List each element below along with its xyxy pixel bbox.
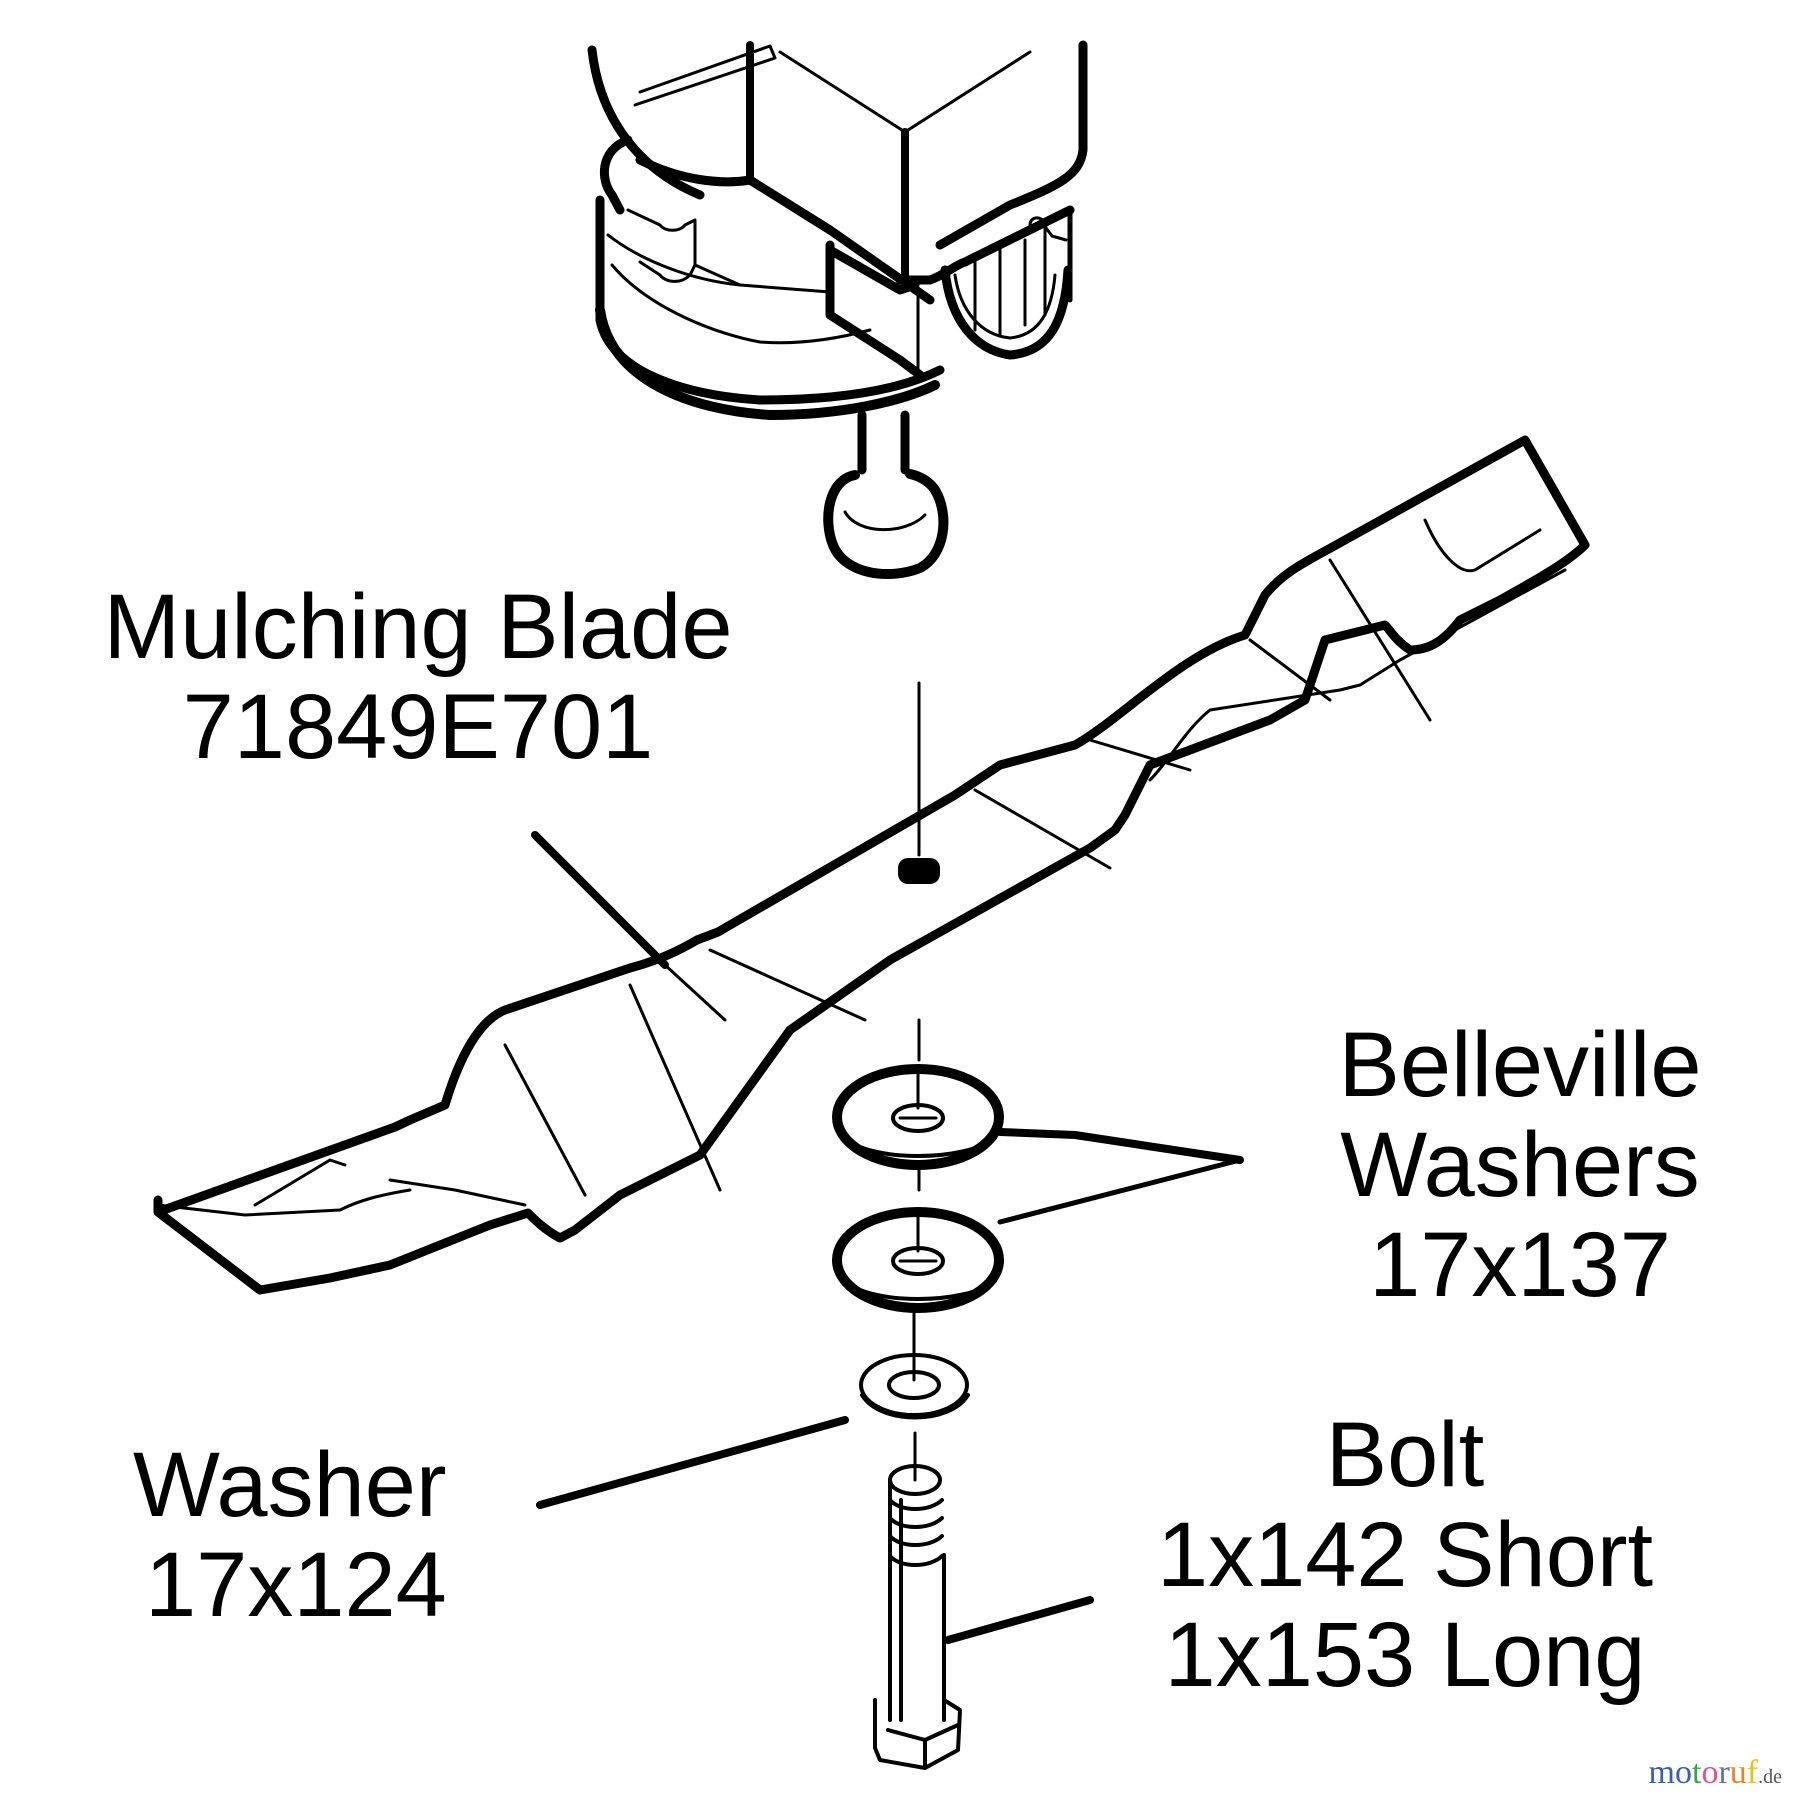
watermark-letter: u [1729, 1754, 1747, 1791]
belleville-leader-1 [996, 1128, 1244, 1164]
watermark-letter: t [1692, 1754, 1702, 1791]
bolt-short-spec: 1x142 Short [1156, 1504, 1654, 1606]
mulching-blade [153, 435, 1590, 1295]
blade-center-hole [898, 858, 940, 884]
spindle-shaft [823, 410, 949, 579]
bolt-long-spec: 1x153 Long [1164, 1604, 1646, 1706]
watermark-letter: f [1746, 1754, 1759, 1791]
mulching-blade-name: Mulching Blade [103, 576, 733, 678]
belleville-leader-2 [997, 1157, 1243, 1225]
watermark-letter: o [1675, 1754, 1692, 1791]
belleville-washer-2 [832, 1207, 1004, 1313]
washer-part-number: 17x124 [145, 1534, 447, 1636]
bolt-name: Bolt [1325, 1404, 1485, 1506]
bolt-label: Bolt 1x142 Short 1x153 Long [1105, 1405, 1705, 1705]
bolt-leader [944, 1596, 1094, 1644]
watermark-logo: motoruf.de [1649, 1754, 1782, 1792]
washer-label: Washer 17x124 [133, 1435, 447, 1635]
belleville-washers-name-line1: Belleville [1338, 1014, 1702, 1116]
belleville-washers-label: Belleville Washers 17x137 [1285, 1015, 1755, 1315]
mulching-blade-label: Mulching Blade 71849E701 [38, 577, 798, 777]
blade-leader [531, 831, 669, 969]
bolt [873, 1464, 962, 1770]
watermark-suffix: .de [1758, 1766, 1782, 1788]
watermark-letter: r [1718, 1754, 1730, 1791]
belleville-washers-name-line2: Washers [1340, 1114, 1700, 1216]
watermark-letter: m [1648, 1754, 1675, 1791]
flat-washer [859, 1348, 970, 1420]
engine-housing [587, 40, 1088, 420]
belleville-washers-part-number: 17x137 [1369, 1214, 1671, 1316]
washer-name: Washer [133, 1434, 447, 1536]
watermark-letter: o [1701, 1754, 1719, 1791]
belleville-washer-1 [832, 1064, 1004, 1170]
mulching-blade-part-number: 71849E701 [182, 676, 654, 778]
washer-leader [536, 1416, 849, 1509]
watermark-letters: motoruf [1649, 1754, 1759, 1792]
